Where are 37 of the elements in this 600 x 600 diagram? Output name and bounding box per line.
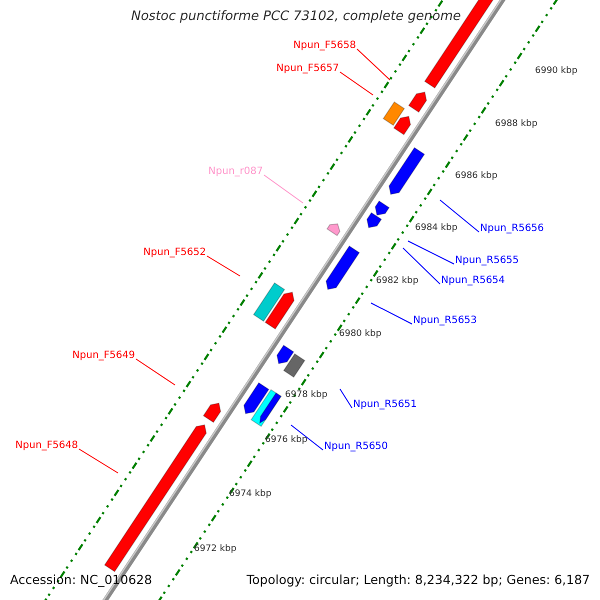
leader-line <box>340 72 374 96</box>
leader-line <box>356 48 390 80</box>
footer-text: Accession: NC_010628 <box>10 574 152 586</box>
gene-label: Npun_r087 <box>208 166 263 178</box>
gene-label: Npun_F5652 <box>143 247 206 259</box>
scale-label: 6988 kbp <box>495 120 538 129</box>
gene-label: Npun_F5658 <box>293 40 356 52</box>
leader-line <box>290 424 324 450</box>
footer-text: Topology: circular; Length: 8,234,322 bp; Genes: 6,187 <box>246 574 590 586</box>
map-title: Nostoc punctiforme PCC 73102, complete genome <box>130 9 462 25</box>
scale-label: 6984 kbp <box>415 224 458 233</box>
scale-label: 6986 kbp <box>455 172 498 181</box>
leader-line <box>206 256 240 276</box>
gene-label: Npun_R5651 <box>353 399 417 411</box>
gene-label: Npun_R5650 <box>324 441 388 453</box>
leader-line <box>78 448 118 474</box>
gene-label: Npun_R5654 <box>441 275 505 287</box>
gene-label: Npun_R5656 <box>480 223 544 235</box>
gene-label: Npun_F5657 <box>276 63 339 75</box>
gene-label: Npun_F5648 <box>15 440 78 452</box>
gene-label: Npun_R5655 <box>455 255 519 267</box>
scale-label: 6974 kbp <box>229 490 272 499</box>
scale-label: 6976 kbp <box>265 436 308 445</box>
scale-label: 6990 kbp <box>535 67 578 76</box>
leader-line <box>340 388 352 408</box>
gene-label: Npun_R5653 <box>413 315 477 327</box>
gene-label: Npun_F5649 <box>72 350 135 362</box>
leader-line <box>408 240 454 264</box>
scale-label: 6972 kbp <box>194 545 236 554</box>
scale-label: 6982 kbp <box>376 277 418 286</box>
leader-line <box>370 302 412 324</box>
leader-line <box>136 358 176 386</box>
scale-label: 6980 kbp <box>339 330 382 339</box>
leader-line <box>264 174 304 204</box>
scale-label: 6978 kbp <box>285 391 328 400</box>
leader-line <box>440 200 480 232</box>
leader-line <box>402 248 440 284</box>
